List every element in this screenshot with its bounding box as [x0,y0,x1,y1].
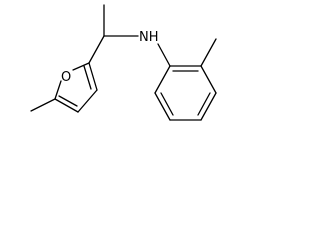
benzene-bond-c2-c3 [200,65,217,94]
benzene-bond-c5-c6 [154,92,171,121]
benzene-double-bond-c3-c4 [197,92,211,116]
bond-benzene-methyl [200,38,217,67]
furan-double-bond-c2-c3 [83,65,92,90]
benzene-double-bond-c5-c6 [160,92,174,116]
furan-bond-c2-c3 [88,62,98,91]
bond-chiral-carbon-to-furan [88,35,105,64]
furan-bond-c4-c5 [54,98,79,113]
furan-double-bond-c4-c5 [58,95,78,107]
benzene-bond-c6-c1 [154,65,171,94]
benzene-bond-c3-c4 [200,92,217,121]
bond-furan-methyl [30,98,56,112]
furan-bond-oxygen-c2 [72,62,90,71]
bond-nitrogen-to-benzene [157,43,171,67]
furan-bond-c5-oxygen [54,80,62,100]
nitrogen-label: NH [139,30,159,45]
chemical-structure-diagram: NH O [30,4,217,121]
furan-bond-c3-c4 [77,89,98,113]
oxygen-label: O [61,70,71,85]
